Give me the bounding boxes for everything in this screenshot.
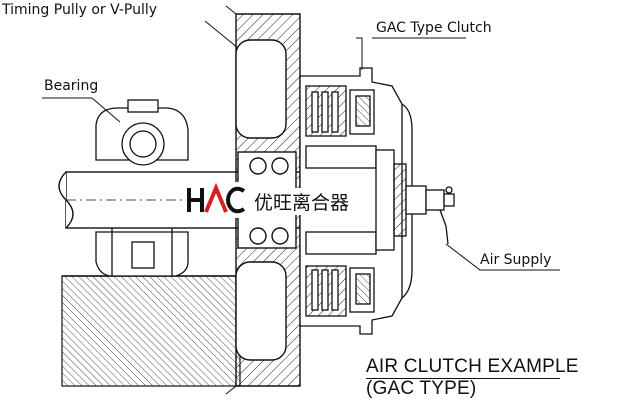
title-underline	[366, 378, 560, 379]
gac-clutch-label: GAC Type Clutch	[376, 20, 492, 36]
watermark-text-cn: 优旺离合器	[252, 188, 352, 215]
leader-lines	[42, 20, 560, 271]
bearing-label: Bearing	[44, 78, 99, 94]
watermark-logo	[186, 182, 248, 218]
diagram-subtitle: (GAC TYPE)	[366, 378, 477, 399]
bearing-housing	[95, 99, 189, 277]
rotary-joint	[405, 185, 455, 245]
diagram-title: AIR CLUTCH EXAMPLE	[366, 356, 579, 377]
air-supply-label: Air Supply	[480, 252, 552, 268]
base-block	[61, 275, 241, 387]
timing-pulley-label: Timing Pully or V-Pully	[2, 2, 158, 18]
hac-logo-icon	[187, 182, 246, 214]
